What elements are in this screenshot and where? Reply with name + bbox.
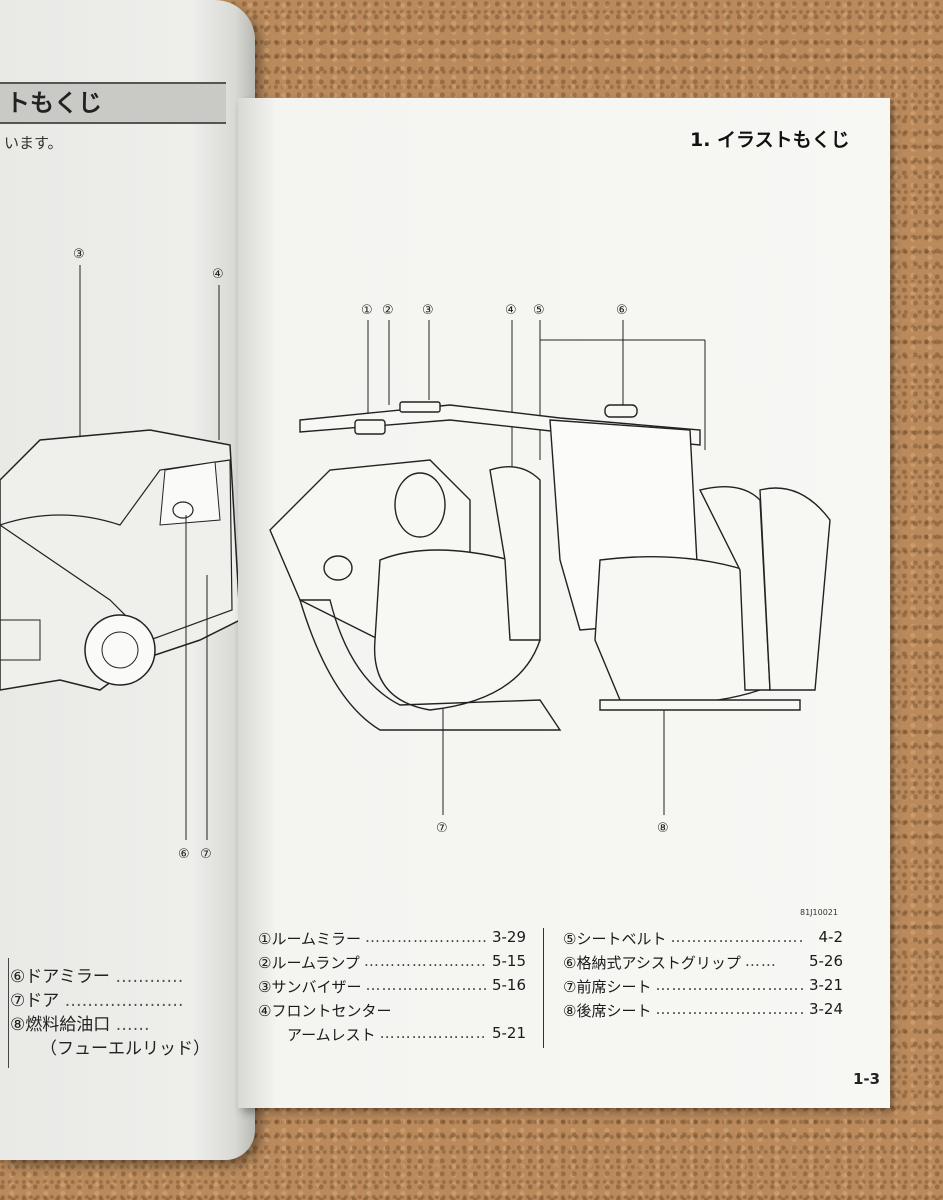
figure-code: 81J10021	[800, 908, 838, 917]
index-item: ③サンバイザー…………………………5-16	[258, 976, 526, 996]
callout-8: ⑧	[657, 821, 669, 836]
page-number: 1-3	[853, 1070, 881, 1088]
index-column-divider	[543, 928, 544, 1048]
callout-2: ②	[382, 303, 394, 318]
page-title: 1. イラストもくじ	[690, 129, 850, 151]
left-index-item: （フューエルリッド）	[40, 1039, 210, 1059]
left-page: トもくじ います。 ③ ④ ⑥ ⑦ ⑥ドアミラー ………… ⑦ドア …………………	[0, 0, 255, 1160]
callout-4-left: ④	[212, 267, 224, 282]
callout-6-left: ⑥	[178, 847, 190, 862]
callout-7: ⑦	[436, 821, 448, 836]
callout-3-left: ③	[73, 247, 85, 262]
index-item: ②ルームランプ…………………………5-15	[258, 952, 526, 972]
left-index-item: ⑥ドアミラー …………	[10, 967, 184, 987]
left-index-item: ⑧燃料給油口 ……	[10, 1015, 150, 1035]
left-index-list: ⑥ドアミラー ………… ⑦ドア ………………… ⑧燃料給油口 …… （フューエル…	[10, 962, 250, 1059]
left-index-divider	[8, 958, 9, 1068]
index-item: ④フロントセンター	[258, 1002, 392, 1020]
left-intro-text: います。	[4, 134, 63, 152]
car-interior-illustration: ① ② ③ ④ ⑤ ⑥ ⑦ ⑧	[269, 303, 831, 836]
car-exterior-illustration: ③ ④ ⑥ ⑦	[0, 247, 241, 862]
index-item: ⑦前席シート…………………………3-21	[563, 976, 843, 996]
callout-1: ①	[361, 303, 373, 318]
index-item: ⑥格納式アシストグリップ……5-26	[563, 952, 843, 972]
index-list-left: ①ルームミラー…………………………3-29 ②ルームランプ…………………………5…	[258, 928, 526, 1048]
callout-5: ⑤	[533, 303, 545, 318]
index-list-right: ⑤シートベルト…………………………4-2 ⑥格納式アシストグリップ……5-26 …	[563, 928, 843, 1024]
index-item: ⑧後席シート…………………………3-24	[563, 1000, 843, 1020]
callout-7-left: ⑦	[200, 847, 212, 862]
left-index-item: ⑦ドア …………………	[10, 991, 184, 1011]
index-item: アームレスト…………………………5-21	[272, 1024, 526, 1044]
index-item: ①ルームミラー…………………………3-29	[258, 928, 526, 948]
callout-4: ④	[505, 303, 517, 318]
callout-6: ⑥	[616, 303, 628, 318]
callout-3: ③	[422, 303, 434, 318]
index-item: ⑤シートベルト…………………………4-2	[563, 928, 843, 948]
left-section-header: トもくじ	[0, 82, 226, 124]
